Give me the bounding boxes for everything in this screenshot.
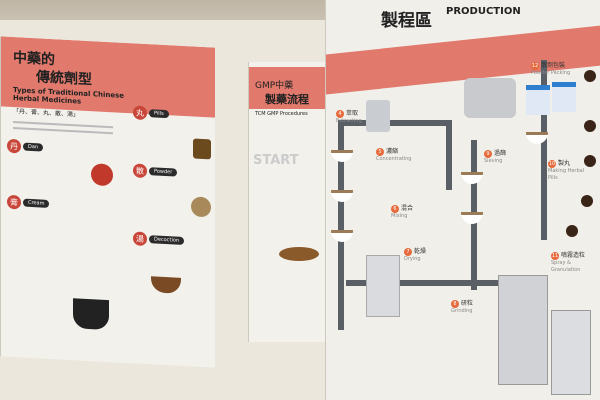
subtitle-zh: 「丹、膏、丸、散、湯」 [13,108,80,119]
sieve-machine [464,78,516,118]
bowl-icon [331,230,353,242]
powder-package [526,85,550,115]
bowl-icon [461,212,483,224]
extractor-tank [366,100,390,132]
pill-icon [584,120,596,132]
bowl-icon [526,132,548,144]
process-road [541,60,547,240]
powder-image [191,196,211,218]
start-label: START [253,153,299,168]
production-title-zh: 製程區 [381,11,432,31]
granulator-machine [498,275,548,385]
herbal-medicine-types-panel: 中藥的 傳統劑型 Types of Traditional Chinese He… [0,36,215,368]
pill-icon [584,155,596,167]
herbs-image [279,247,319,261]
title-en: TCM GMP Procedures [255,111,308,117]
title-zh-1: 中藥的 [13,50,55,69]
pill-icon [581,195,593,207]
cauldron-image [73,298,109,331]
drying-machine [366,255,400,317]
process-road [338,120,448,126]
pill-icon [566,225,578,237]
powder-package [552,82,576,112]
bowl-icon [461,172,483,184]
pill-icon [584,70,596,82]
title-zh-1: GMP中藥 [255,81,294,91]
production-title-en: PRODUCTION [446,6,521,17]
gmp-procedures-panel: GMP中藥 製藥流程 TCM GMP Procedures START [248,62,328,342]
control-panel [551,310,591,395]
title-zh-2: 製藥流程 [265,93,309,106]
text-lines [13,127,113,135]
header-band [249,67,328,109]
process-road [346,280,506,286]
dan-image [91,163,113,187]
title-zh-2: 傳統劑型 [36,69,92,89]
bowl-icon [331,150,353,162]
decoction-bowl-image [151,276,181,294]
process-road [446,120,452,190]
pill-box-image [193,138,211,160]
process-road [338,120,344,330]
bowl-icon [331,190,353,202]
